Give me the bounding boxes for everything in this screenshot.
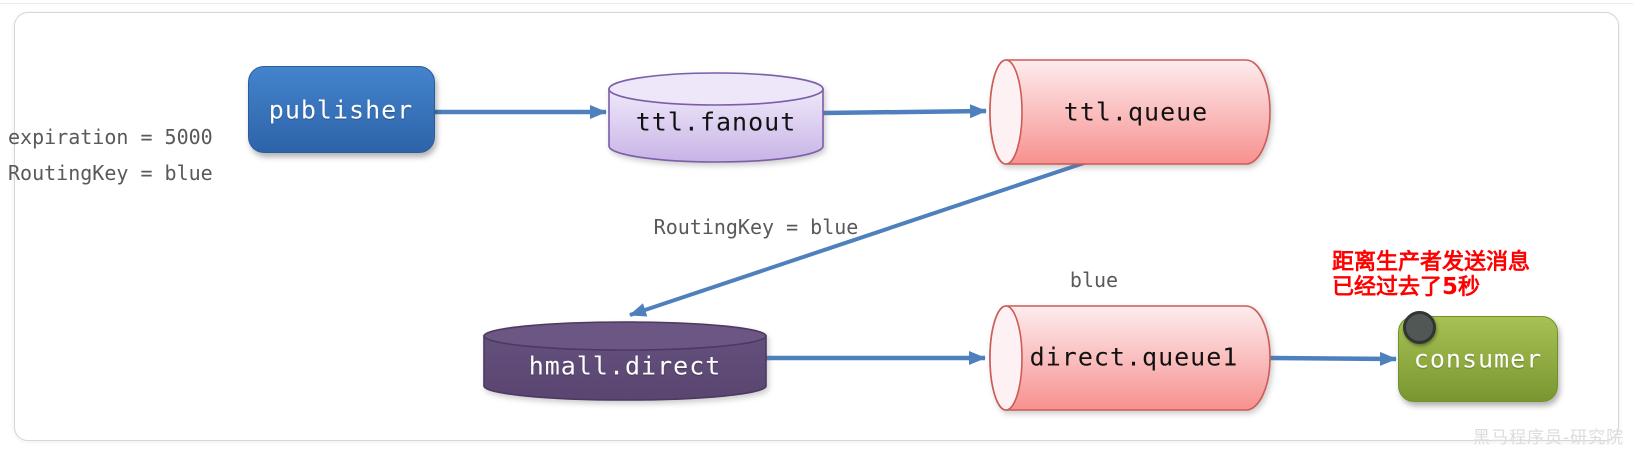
direct-queue1-label: direct.queue1 <box>1029 342 1239 372</box>
consumer-label: consumer <box>1413 344 1543 374</box>
publisher-routingkey-annotation: RoutingKey = blue <box>8 161 213 185</box>
watermark-text: 黑马程序员-研究院 <box>1473 428 1625 448</box>
ttl-queue-label: ttl.queue <box>1063 97 1209 127</box>
expiration-annotation: expiration = 5000 <box>8 125 213 149</box>
flow-arrows <box>433 104 1397 366</box>
publisher-label: publisher <box>268 95 414 125</box>
page-top-divider <box>0 3 1633 4</box>
ttl-fanout-label: ttl.fanout <box>635 107 797 137</box>
elapsed-time-note-line2-prefix: 已经过去了 <box>1332 275 1443 300</box>
message-dot-icon <box>1403 311 1436 344</box>
arrow-fanout-to-ttlqueue <box>822 104 987 119</box>
exchange-ttl-fanout-shape <box>608 72 824 163</box>
elapsed-time-note: 距离生产者发送消息 已经过去了5秒 <box>1332 250 1562 300</box>
exchange-hmall-direct-shape <box>483 321 767 401</box>
elapsed-time-note-line2-suffix: 秒 <box>1458 275 1481 300</box>
hmall-direct-label: hmall.direct <box>528 351 722 381</box>
queue-ttl-queue-shape <box>989 59 1271 165</box>
publisher-node <box>248 66 435 153</box>
arrow-queue1-to-consumer <box>1267 351 1397 366</box>
edge-routingkey-annotation: RoutingKey = blue <box>653 215 859 239</box>
queue-direct-queue1-shape <box>989 305 1271 411</box>
elapsed-seconds-value: 5 <box>1442 274 1459 300</box>
arrow-ttlqueue-to-direct <box>629 159 1091 317</box>
elapsed-time-note-line1: 距离生产者发送消息 <box>1332 250 1531 275</box>
binding-key-annotation: blue <box>1069 268 1119 292</box>
